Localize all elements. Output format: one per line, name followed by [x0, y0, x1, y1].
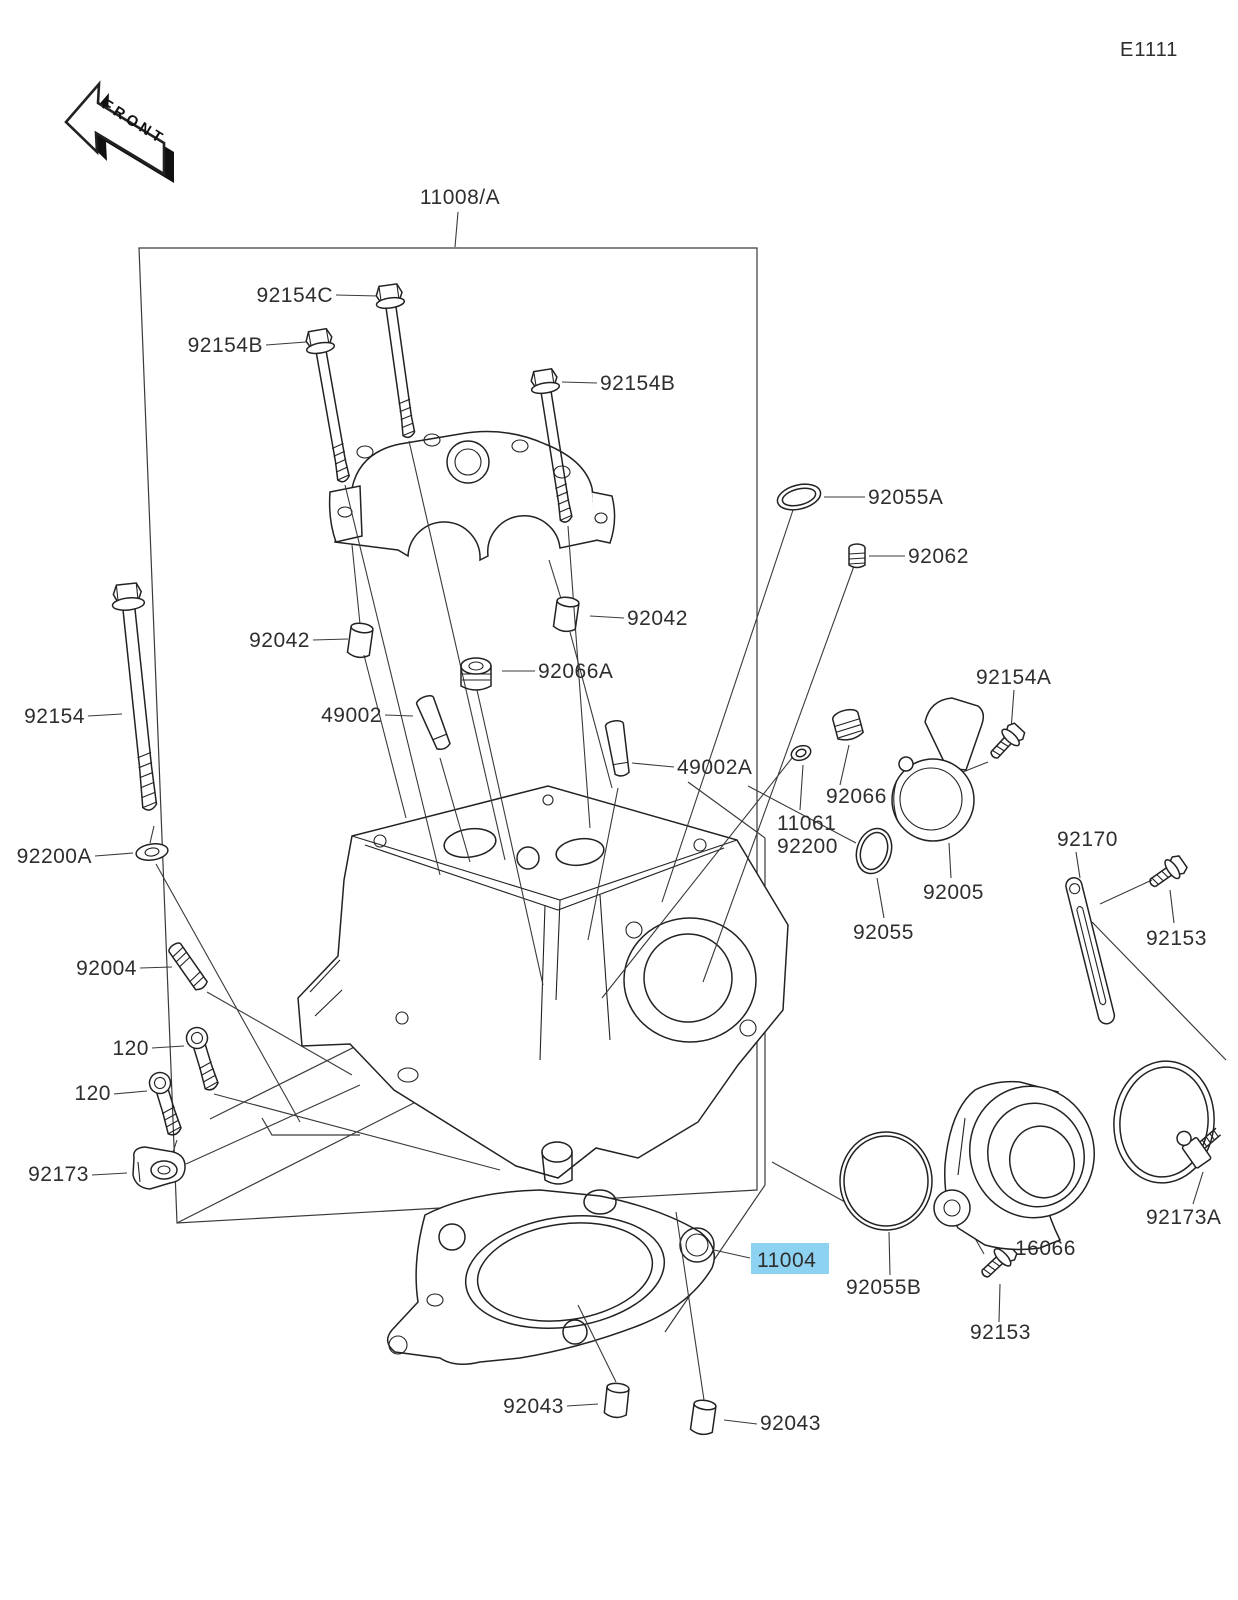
bolt-92154-long [109, 581, 167, 813]
sensor-92005 [891, 697, 985, 842]
set-screw-92062 [848, 543, 866, 569]
part-label-92200[interactable]: 92200 [777, 835, 838, 858]
part-label-92154[interactable]: 92154 [24, 705, 85, 728]
oring-92055a [776, 483, 822, 511]
part-label-11008a[interactable]: 11008/A [420, 186, 500, 209]
plug-92066 [832, 708, 864, 741]
oring-92055 [855, 827, 893, 875]
bolt-92153-upper [1144, 851, 1191, 894]
part-label-92154b-2[interactable]: 92154B [600, 372, 675, 395]
camshaft-cap-drawing [328, 430, 616, 562]
front-direction-arrow: FRONT [64, 80, 174, 183]
valve-guide-49002a [604, 718, 633, 778]
bolt-92154c [373, 282, 424, 440]
part-label-92200a[interactable]: 92200A [17, 845, 92, 868]
part-label-92062[interactable]: 92062 [908, 545, 969, 568]
part-label-92066a[interactable]: 92066A [538, 660, 613, 683]
screw-cap-92066a [460, 657, 492, 691]
part-label-92154a[interactable]: 92154A [976, 666, 1051, 689]
intake-boot-16066 [933, 1080, 1095, 1251]
oring-92055b [839, 1131, 933, 1231]
highlight-rect [751, 1243, 829, 1274]
part-label-92154b-1[interactable]: 92154B [188, 334, 263, 357]
dowel-92042-left [346, 621, 375, 660]
part-label-120-upper[interactable]: 120 [112, 1037, 149, 1060]
callout-labels: E1111 11008/A 92154C 92154B 92154B 92042… [17, 39, 1221, 1435]
part-label-92042-2[interactable]: 92042 [249, 629, 310, 652]
part-label-92153-upper[interactable]: 92153 [1146, 927, 1207, 950]
diagram-code: E1111 [1120, 39, 1178, 61]
part-label-92055[interactable]: 92055 [853, 921, 914, 944]
stud-92004 [168, 942, 208, 991]
head-gasket-drawing [386, 1189, 715, 1365]
part-label-92005[interactable]: 92005 [923, 881, 984, 904]
part-label-92043-1[interactable]: 92043 [503, 1395, 564, 1418]
dowel-92043-right [689, 1398, 718, 1437]
dowel-92043-left [603, 1381, 631, 1420]
leader-lines [87, 211, 1204, 1425]
clamp-92173 [132, 1146, 186, 1190]
strap-92170 [1065, 877, 1116, 1025]
selected-part-callout[interactable]: 11004 [751, 1243, 829, 1274]
part-label-92042-1[interactable]: 92042 [627, 607, 688, 630]
bolt-120-lower [146, 1069, 187, 1139]
part-label-92043-2[interactable]: 92043 [760, 1412, 821, 1435]
washer-11061-92200 [790, 744, 812, 762]
part-label-92154c[interactable]: 92154C [256, 284, 333, 307]
bolt-92154a [984, 719, 1029, 765]
part-label-92055b[interactable]: 92055B [846, 1276, 921, 1299]
valve-guide-49002 [414, 692, 454, 753]
dowel-92042-right [552, 595, 581, 634]
part-label-92170[interactable]: 92170 [1057, 828, 1118, 851]
part-label-49002[interactable]: 49002 [321, 704, 382, 727]
part-label-92004[interactable]: 92004 [76, 957, 137, 980]
part-label-92153-lower[interactable]: 92153 [970, 1321, 1031, 1344]
part-label-11061[interactable]: 11061 [777, 812, 836, 835]
part-label-120-lower[interactable]: 120 [74, 1082, 111, 1105]
part-label-92055a[interactable]: 92055A [868, 486, 943, 509]
part-label-92173[interactable]: 92173 [28, 1163, 89, 1186]
part-label-92066[interactable]: 92066 [826, 785, 887, 808]
clamp-92173a [1113, 1060, 1222, 1184]
bolt-120-upper [183, 1024, 224, 1094]
bolt-92154b-left [302, 327, 359, 485]
cylinder-head-drawing [297, 785, 789, 1185]
part-label-92173a[interactable]: 92173A [1146, 1206, 1221, 1229]
washer-92200a [135, 843, 169, 861]
part-label-11004[interactable]: 11004 [757, 1249, 816, 1272]
part-label-49002a[interactable]: 49002A [677, 756, 752, 779]
part-label-16066[interactable]: 16066 [1015, 1237, 1076, 1260]
